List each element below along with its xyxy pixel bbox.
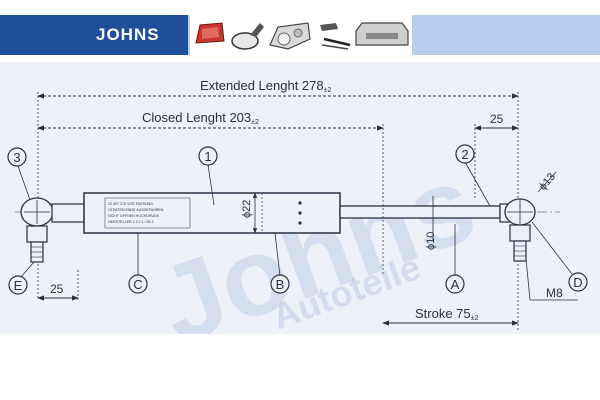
svg-text:C: C: [133, 277, 142, 292]
callout-2: 2: [455, 144, 475, 164]
thread-m8: M8: [546, 286, 563, 300]
dia-10: ϕ10: [425, 232, 437, 250]
dia-22: ϕ22: [241, 200, 253, 218]
callout-e: E: [8, 275, 28, 295]
header-bar: JOHNS: [0, 15, 600, 55]
wiper-icon[interactable]: [316, 17, 352, 53]
label-line-4: HERSTELLER 1 3 2 1 / 04 2: [108, 220, 154, 224]
cylinder-body: 12 497 278 VOR FASSUNG 13 PATEN ENDE AUS…: [83, 192, 341, 234]
svg-text:D: D: [573, 275, 582, 290]
svg-text:2: 2: [461, 147, 468, 162]
gas-spring-drawing: Johns Autoteile Extended Lenght 278±2 Cl…: [7, 78, 588, 368]
stroke-label: Stroke 75±2: [415, 306, 478, 322]
product-thumbnails: [190, 15, 412, 55]
extended-length-label: Extended Lenght 278±2: [200, 78, 331, 94]
left-eye-fitting: [20, 197, 85, 263]
label-line-2: 13 PATEN ENDE AUSGEFAHREN: [108, 208, 164, 212]
brand-name: JOHNS: [96, 25, 160, 44]
dim-25-top: 25: [490, 112, 504, 126]
svg-text:E: E: [14, 278, 23, 293]
headlight-icon[interactable]: [268, 17, 312, 53]
mirror-icon[interactable]: [230, 17, 266, 53]
label-line-1: 12 497 278 VOR FASSUNG: [108, 202, 153, 206]
callout-c: C: [128, 274, 148, 294]
dim-25-bottom: 25: [50, 282, 64, 296]
svg-text:3: 3: [13, 150, 20, 165]
label-line-3: NICHT OFFNEN HOCHDRUCK: [108, 214, 160, 218]
piston-rod: ϕ10: [339, 196, 501, 276]
right-eye-fitting: ϕ13: [499, 171, 558, 262]
closed-length-label: Closed Lenght 203±2: [142, 110, 259, 126]
callout-1: 1: [198, 146, 218, 166]
brand-logo: JOHNS: [0, 15, 188, 55]
svg-text:1: 1: [204, 149, 211, 164]
callout-b: B: [270, 274, 290, 294]
svg-text:A: A: [451, 277, 460, 292]
technical-drawing: Johns Autoteile Extended Lenght 278±2 Cl…: [0, 62, 600, 368]
callout-3: 3: [7, 147, 27, 167]
bumper-icon[interactable]: [354, 17, 410, 53]
callout-d: D: [568, 272, 588, 292]
svg-text:B: B: [276, 277, 285, 292]
callout-a: A: [445, 274, 465, 294]
taillight-icon[interactable]: [192, 17, 228, 53]
